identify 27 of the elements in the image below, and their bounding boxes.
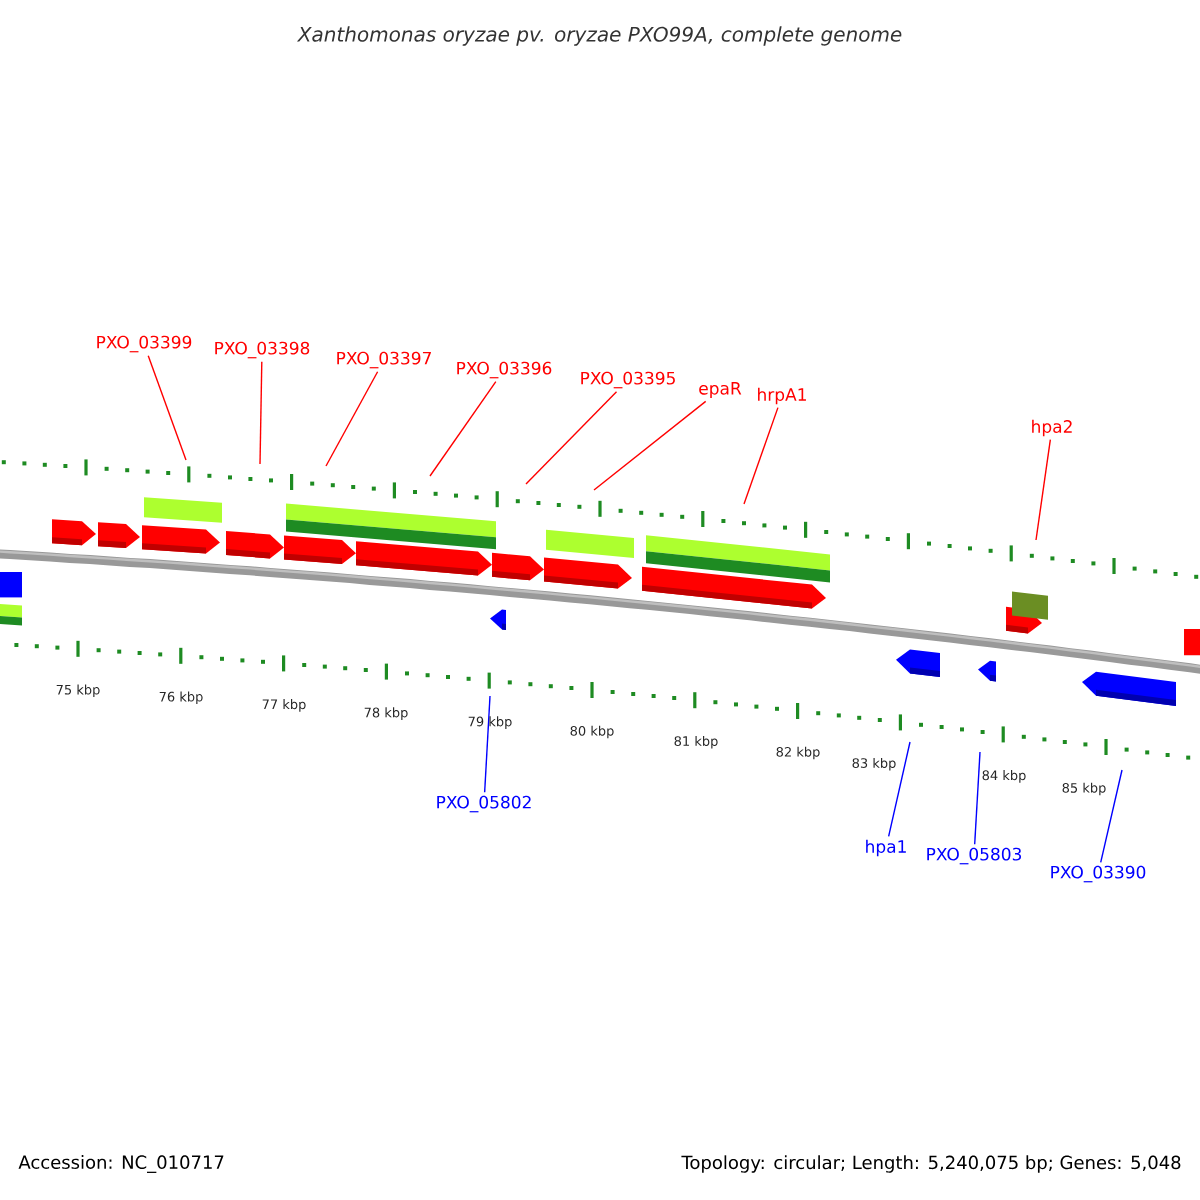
leader-line — [325, 371, 379, 467]
leader-line — [743, 406, 779, 505]
leader-line — [887, 741, 911, 838]
leader-line — [525, 391, 618, 485]
gene-label: PXO_05803 — [927, 847, 1021, 865]
gene-label: hpa2 — [1032, 419, 1072, 437]
genome-info-text: Topology: circular; Length: 5,240,075 bp; Genes: 5,048 — [681, 1155, 1181, 1173]
gene-label: PXO_03390 — [1051, 865, 1146, 883]
gene-label: PXO_03395 — [581, 371, 675, 389]
gene-label: hrpA1 — [758, 387, 806, 405]
gene-label: PXO_03396 — [457, 361, 552, 379]
accession-text: Accession: NC_010717 — [18, 1155, 224, 1173]
gene-label: hpa1 — [866, 839, 906, 857]
gene-label: PXO_03398 — [215, 341, 310, 359]
leader-line — [429, 381, 497, 477]
leader-line — [1100, 769, 1123, 863]
title: Xanthomonas oryzae pv. oryzae PXO99A, complete genome — [296, 26, 902, 46]
leader-line — [1035, 438, 1052, 541]
gene-label: epaR — [699, 382, 742, 398]
leader-line — [974, 751, 981, 845]
leader-line — [147, 355, 187, 461]
gene-label: PXO_05802 — [437, 795, 531, 813]
gene-label: PXO_03397 — [337, 351, 431, 369]
leader-line — [259, 361, 263, 465]
leader-line — [483, 695, 491, 793]
gene-label: PXO_03399 — [97, 335, 192, 353]
leader-line — [593, 400, 707, 491]
